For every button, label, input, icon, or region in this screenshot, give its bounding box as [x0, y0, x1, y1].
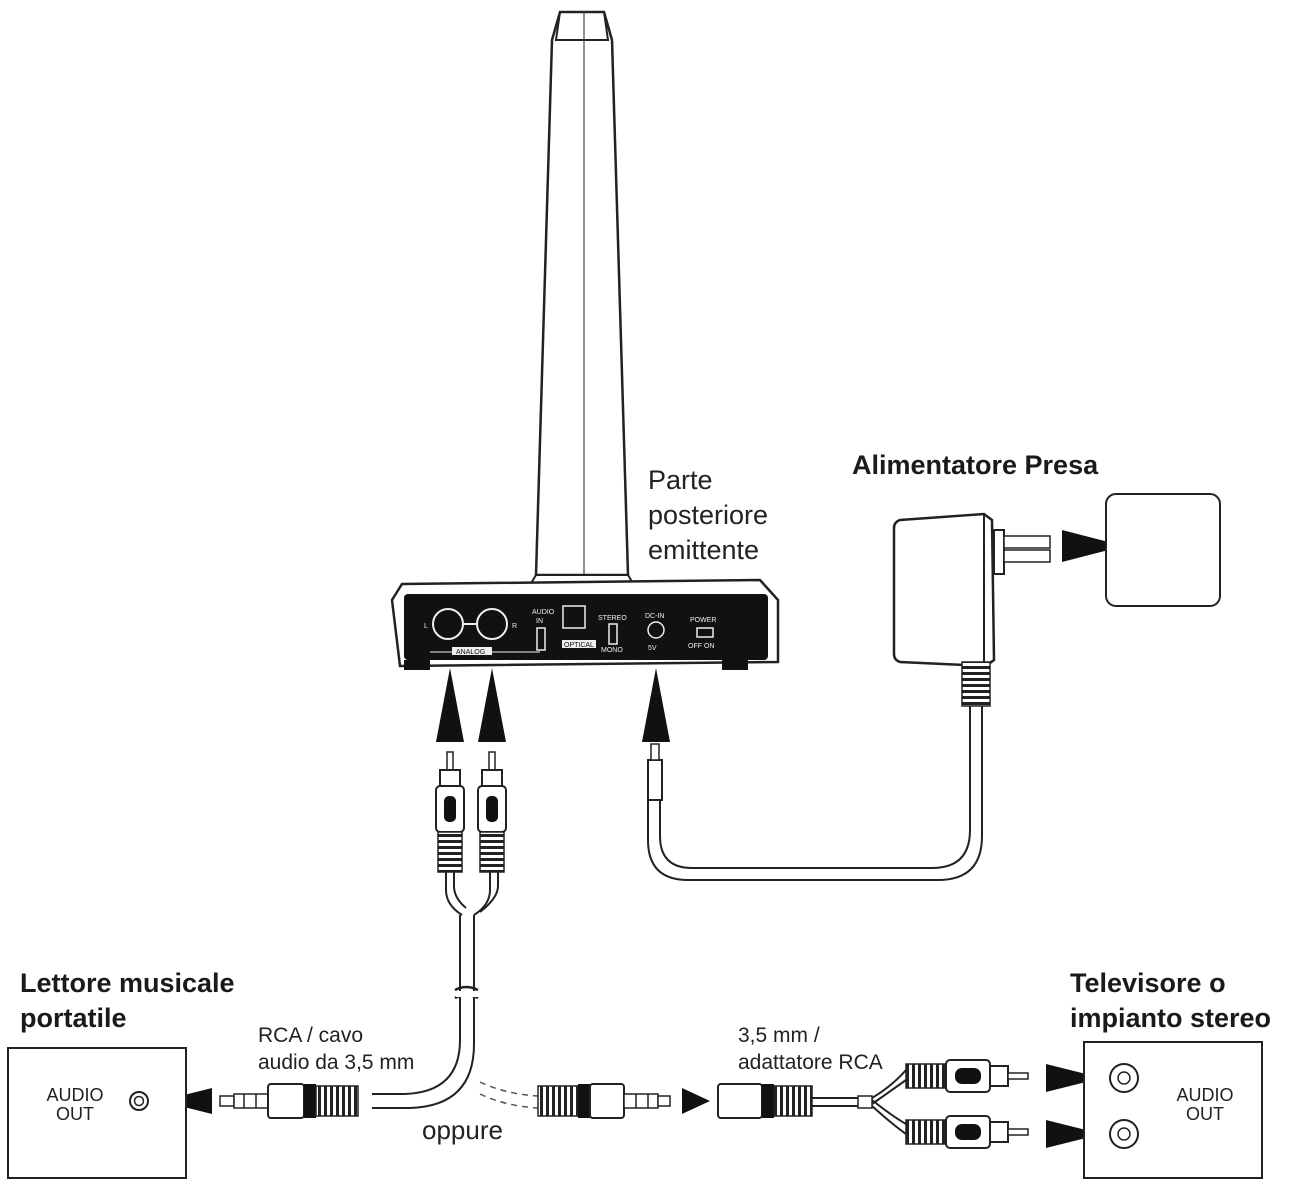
tv-stereo-line-1: Televisore o	[1070, 968, 1226, 998]
transmitter-back-line-3: emittente	[648, 535, 760, 566]
rca-plugs-vertical	[435, 751, 507, 873]
left-audio-out-line-2: OUT	[56, 1103, 94, 1124]
panel-off-on: OFF ON	[688, 643, 714, 650]
right-audio-out: AUDIO OUT	[1160, 1086, 1250, 1124]
adapter-line-2: adattatore RCA	[738, 1051, 883, 1075]
panel-audio-in-2: IN	[536, 618, 543, 625]
adapter-label: 3,5 mm / adattatore RCA	[738, 1022, 883, 1077]
rca-cable-line-1: RCA / cavo	[258, 1024, 364, 1047]
right-audio-out-line-1: AUDIO	[1176, 1085, 1234, 1105]
portable-player-label: Lettore musicale portatile	[20, 966, 235, 1036]
portable-player-line-1: Lettore musicale	[20, 968, 235, 998]
panel-dc-in: DC-IN	[645, 613, 664, 620]
panel-l: L	[424, 623, 428, 630]
rca-cable-line-2: audio da 3,5 mm	[258, 1051, 415, 1075]
tv-stereo-box	[1083, 1041, 1263, 1179]
transmitter-back-line-1: Parte	[648, 465, 713, 495]
panel-mono: MONO	[601, 647, 623, 654]
adapter-line-1: 3,5 mm /	[738, 1024, 820, 1047]
transmitter-base	[390, 578, 780, 670]
dc-cable	[647, 706, 983, 881]
portable-player-box	[7, 1047, 187, 1179]
portable-player-line-2: portatile	[20, 1003, 127, 1034]
left-audio-out-line-1: AUDIO	[46, 1085, 104, 1105]
rca-cable-label: RCA / cavo audio da 3,5 mm	[258, 1022, 414, 1077]
adapter-rca	[717, 1059, 1029, 1149]
left-audio-out: AUDIO OUT	[30, 1086, 120, 1124]
panel-power: POWER	[690, 617, 716, 624]
dc-plug	[647, 743, 663, 801]
tv-stereo-label: Televisore o impianto stereo	[1070, 966, 1271, 1036]
wall-outlet	[1105, 493, 1221, 607]
panel-analog: ANALOG	[456, 649, 485, 656]
dashed-alternate-cable	[479, 1081, 539, 1109]
transmitter-back-line-2: posteriore	[648, 500, 769, 531]
transmitter-back-label: Parte posteriore emittente	[648, 463, 768, 568]
panel-stereo: STEREO	[598, 615, 627, 622]
input-arrows	[436, 668, 670, 742]
y-cable	[372, 872, 499, 1109]
antenna-tower	[528, 10, 636, 586]
tv-stereo-line-2: impianto stereo	[1070, 1003, 1272, 1034]
power-supply-label: Alimentatore Presa	[852, 450, 1099, 480]
jack-plug-left	[219, 1083, 359, 1119]
panel-audio-in-1: AUDIO	[532, 609, 555, 616]
panel-dc-v: 5V	[648, 645, 657, 652]
panel-optical: OPTICAL	[564, 642, 594, 649]
panel-labels: L R ANALOG AUDIO IN OPTICAL STEREO MONO …	[424, 609, 716, 656]
or-label: oppure	[422, 1115, 503, 1145]
jack-plug-middle	[537, 1083, 671, 1119]
power-adapter	[892, 512, 1051, 707]
panel-r: R	[512, 623, 517, 630]
right-audio-out-line-2: OUT	[1186, 1103, 1224, 1124]
